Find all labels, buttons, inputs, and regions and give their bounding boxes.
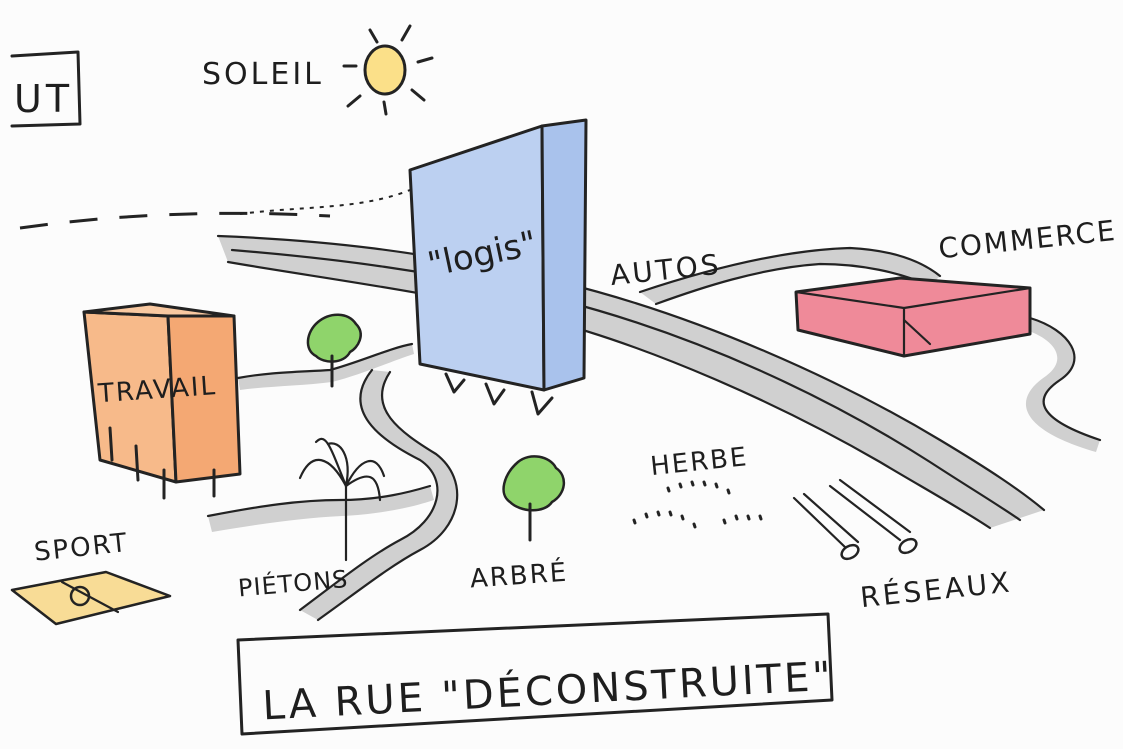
tree-icon (502, 455, 565, 542)
sun-group: SOLEIL (202, 24, 434, 116)
work-block: TRAVAIL (82, 302, 242, 500)
sun-label: SOLEIL (202, 57, 324, 92)
horizon-dots (239, 189, 411, 215)
networks-pipes (792, 478, 918, 561)
corner-frame: UT (10, 50, 82, 128)
grass-dots (632, 480, 763, 529)
networks-label: RÉSEAUX (859, 564, 1014, 614)
palm-tree-icon (298, 437, 386, 562)
grass-label: HERBE (649, 442, 750, 482)
commerce-road (638, 246, 1102, 452)
main-road (216, 234, 1046, 530)
housing-block: "logis" (408, 118, 588, 416)
tree-label: ARBRÉ (469, 556, 569, 595)
horizon-line (19, 211, 331, 230)
commerce-label: COMMERCE (937, 214, 1118, 266)
tree-icon (306, 313, 362, 388)
corner-frame-text: UT (14, 77, 73, 121)
sun-rays (342, 24, 434, 116)
sun-icon (363, 44, 407, 96)
pedestrian-paths (206, 342, 459, 622)
commerce-block: COMMERCE (794, 214, 1118, 358)
sport-label: SPORT (33, 528, 130, 568)
title-box: LA RUE "DÉCONSTRUITE" (236, 612, 835, 736)
sport-field: SPORT (10, 528, 172, 626)
